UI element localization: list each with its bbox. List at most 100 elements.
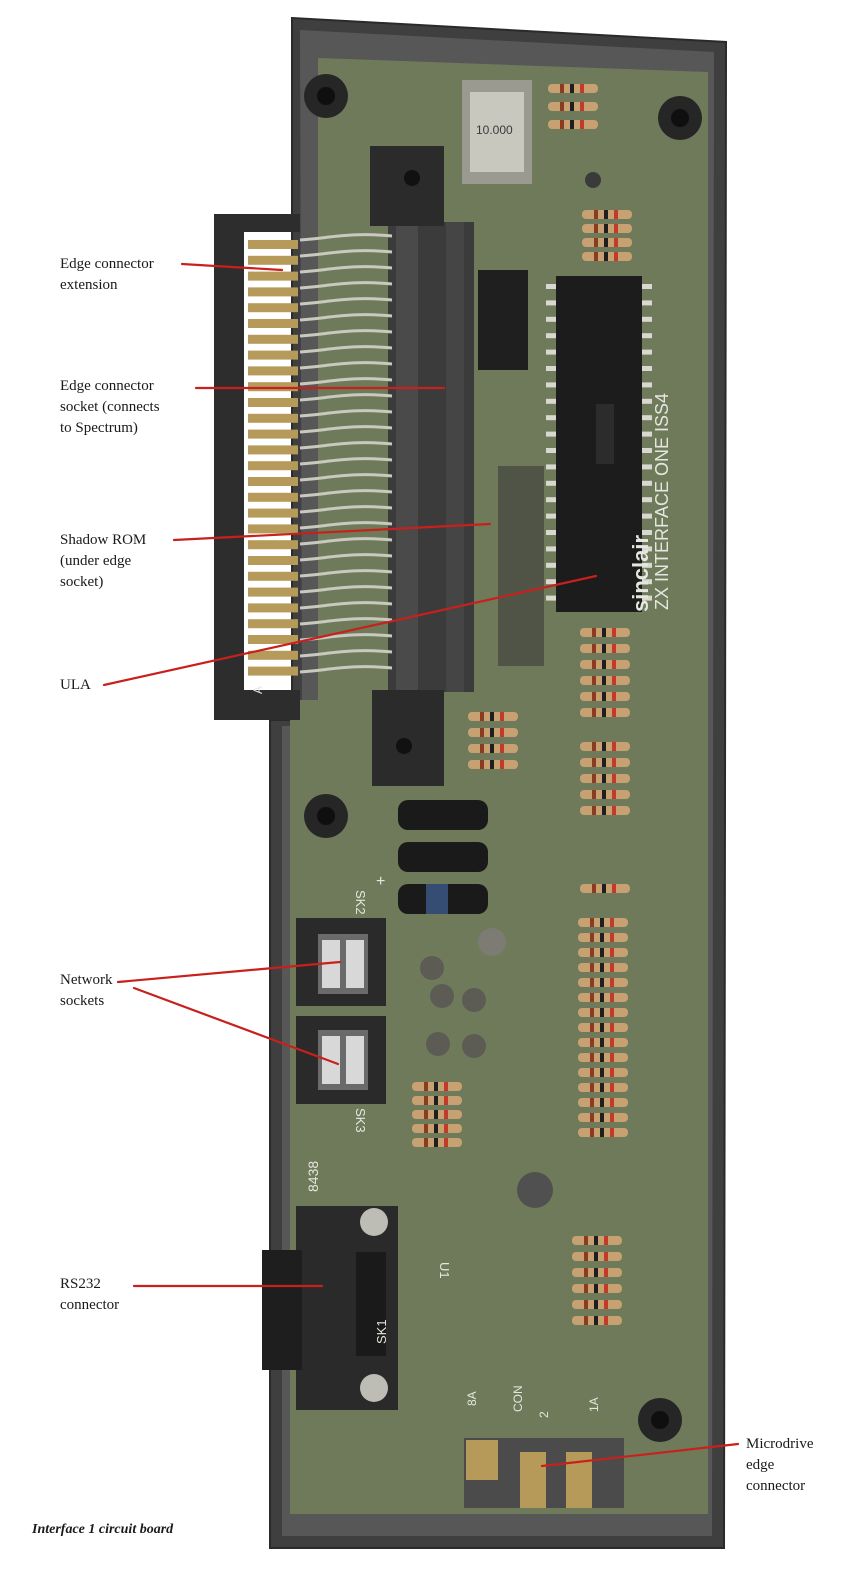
microdrive-edge-connector-body	[464, 1438, 624, 1508]
resistor-band	[602, 758, 606, 767]
chip-leg	[642, 513, 652, 519]
socket-pin	[299, 377, 393, 386]
resistor-band	[594, 1316, 598, 1325]
resistor-band	[490, 728, 494, 737]
resistor-band	[592, 644, 596, 653]
chip-leg	[642, 579, 652, 585]
small-ics	[478, 270, 544, 666]
resistor-band	[612, 806, 616, 815]
label-line: sockets	[60, 993, 105, 1009]
leader-network-sockets-2	[132, 986, 340, 1066]
socket-pin	[299, 441, 393, 450]
resistor-band	[602, 884, 606, 893]
resistor-band	[602, 676, 606, 685]
chip-text: ZX INTERFACE ONE ISS4	[652, 393, 672, 610]
resistor-band	[590, 1023, 594, 1032]
u1-text: U1	[437, 1262, 452, 1279]
socket-pin	[299, 473, 393, 482]
gold-finger	[248, 429, 298, 439]
chip-leg	[642, 366, 652, 371]
resistor-band	[610, 1113, 614, 1122]
resistor-band	[612, 758, 616, 767]
gold-finger	[248, 255, 298, 265]
chip-leg	[642, 398, 652, 404]
resistor-band	[610, 1023, 614, 1032]
resistor-band	[612, 742, 616, 751]
resistor-band	[600, 1038, 604, 1047]
label-line: Microdrive	[746, 1436, 814, 1452]
gold-finger	[248, 603, 298, 613]
chip-leg	[642, 464, 652, 470]
resistor-band	[612, 708, 616, 717]
resistor-band	[602, 644, 606, 653]
resistor-band	[434, 1082, 438, 1091]
gold-finger	[248, 334, 298, 344]
gold-finger	[248, 571, 298, 581]
chip-leg	[546, 464, 556, 470]
chip-leg	[546, 284, 556, 289]
resistor-band	[600, 1128, 604, 1137]
gold-finger	[248, 445, 298, 455]
label-line: Network	[60, 972, 113, 988]
resistor-band	[590, 918, 594, 927]
chip-leg	[642, 431, 652, 437]
edge-connector-extension	[214, 214, 300, 720]
label-line: Edge connector	[60, 256, 154, 272]
resistor-band	[592, 742, 596, 751]
resistor-band	[590, 963, 594, 972]
leader-microdrive-edge-connector	[540, 1442, 740, 1468]
resistor-band	[580, 120, 584, 129]
resistor-band	[592, 676, 596, 685]
resistor-band	[480, 760, 484, 769]
brand-mark: sinclair	[628, 535, 653, 612]
chip-leg	[546, 333, 556, 339]
resistor-band	[610, 1128, 614, 1137]
socket-pin	[299, 361, 393, 370]
resistor-band	[590, 978, 594, 987]
socket-pin	[299, 489, 393, 498]
resistor-band	[600, 993, 604, 1002]
resistor-band	[584, 1268, 588, 1277]
chip-leg	[642, 349, 652, 355]
resistor-band	[590, 1098, 594, 1107]
resistor-band	[594, 1252, 598, 1261]
socket-pin	[299, 585, 393, 594]
resistor-band	[610, 1038, 614, 1047]
label-line: RS232	[60, 1276, 101, 1292]
resistor-band	[490, 712, 494, 721]
leader-lines	[102, 262, 740, 1468]
resistor-band	[602, 806, 606, 815]
leader-shadow-rom	[172, 522, 492, 542]
figure-caption: Interface 1 circuit board	[32, 1522, 174, 1537]
resistor-band	[480, 744, 484, 753]
resistor-band	[604, 1236, 608, 1245]
capacitors	[398, 800, 506, 1058]
resistor-band	[604, 1268, 608, 1277]
label-line: (under edge	[60, 553, 132, 569]
chip-leg	[546, 480, 556, 486]
resistor-band	[480, 728, 484, 737]
resistor-band	[434, 1124, 438, 1133]
label-shadow-rom: Shadow ROM (under edge socket)	[60, 530, 146, 593]
resistor-band	[602, 708, 606, 717]
resistor-band	[600, 978, 604, 987]
resistor-band	[584, 1284, 588, 1293]
resistor-band	[592, 884, 596, 893]
socket-pin	[299, 569, 393, 578]
chip-leg	[642, 316, 652, 322]
socket-pin	[299, 345, 393, 354]
chip-leg	[546, 562, 556, 568]
chip-leg	[546, 431, 556, 437]
resistor-band	[434, 1096, 438, 1105]
label-network-sockets: Network sockets	[60, 970, 113, 1012]
gold-finger	[248, 303, 298, 313]
resistor-band	[614, 224, 618, 233]
chip-leg	[546, 349, 556, 355]
resistor-band	[580, 102, 584, 111]
resistor-band	[570, 120, 574, 129]
gold-finger	[248, 319, 298, 328]
resistor-band	[602, 692, 606, 701]
resistor-band	[434, 1138, 438, 1147]
